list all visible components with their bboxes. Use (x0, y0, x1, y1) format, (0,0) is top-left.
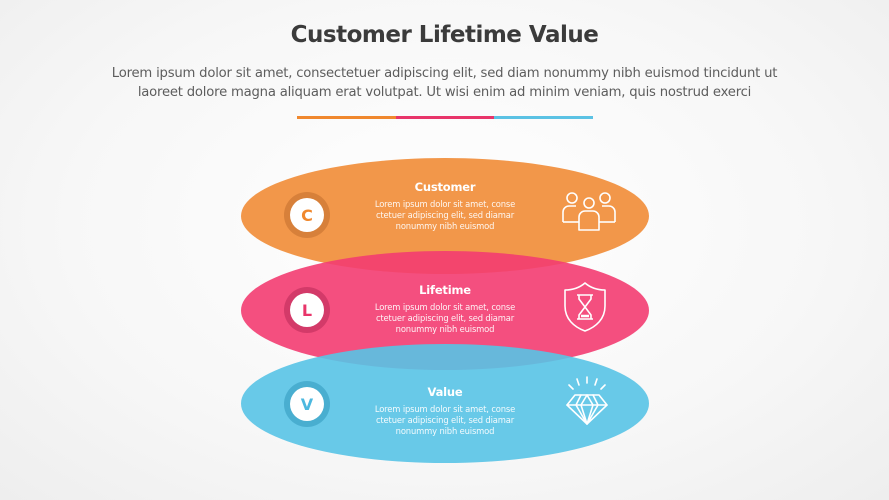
divider-segment-orange (297, 116, 396, 119)
badge-letter: V (290, 387, 324, 421)
page-title: Customer Lifetime Value (290, 22, 599, 48)
item-title: Lifetime (419, 283, 471, 297)
people-group-icon (562, 192, 616, 231)
badge-letter: C (290, 198, 324, 232)
item-customer: Customer Lorem ipsum dolor sit amet, con… (364, 180, 526, 232)
badge-lifetime: L (284, 287, 330, 333)
badge-customer: C (284, 192, 330, 238)
badge-letter: L (290, 293, 324, 327)
badge-value: V (284, 381, 330, 427)
subtitle-line-2: laoreet dolore magna aliquam erat volutp… (137, 85, 752, 100)
item-value: Value Lorem ipsum dolor sit amet, conse … (364, 385, 526, 437)
page-subtitle: Lorem ipsum dolor sit amet, consectetuer… (60, 64, 829, 102)
divider-segment-blue (494, 116, 593, 119)
tricolor-divider (297, 116, 593, 119)
item-description: Lorem ipsum dolor sit amet, conse ctetue… (374, 199, 516, 231)
item-lifetime: Lifetime Lorem ipsum dolor sit amet, con… (364, 283, 526, 335)
divider-segment-pink (395, 116, 494, 119)
subtitle-line-1: Lorem ipsum dolor sit amet, consectetuer… (111, 66, 778, 81)
item-description: Lorem ipsum dolor sit amet, conse ctetue… (374, 404, 516, 436)
shield-hourglass-icon (564, 282, 606, 332)
item-description: Lorem ipsum dolor sit amet, conse ctetue… (374, 302, 516, 334)
item-title: Customer (414, 180, 476, 194)
diamond-icon (566, 376, 608, 425)
item-title: Value (427, 385, 463, 399)
